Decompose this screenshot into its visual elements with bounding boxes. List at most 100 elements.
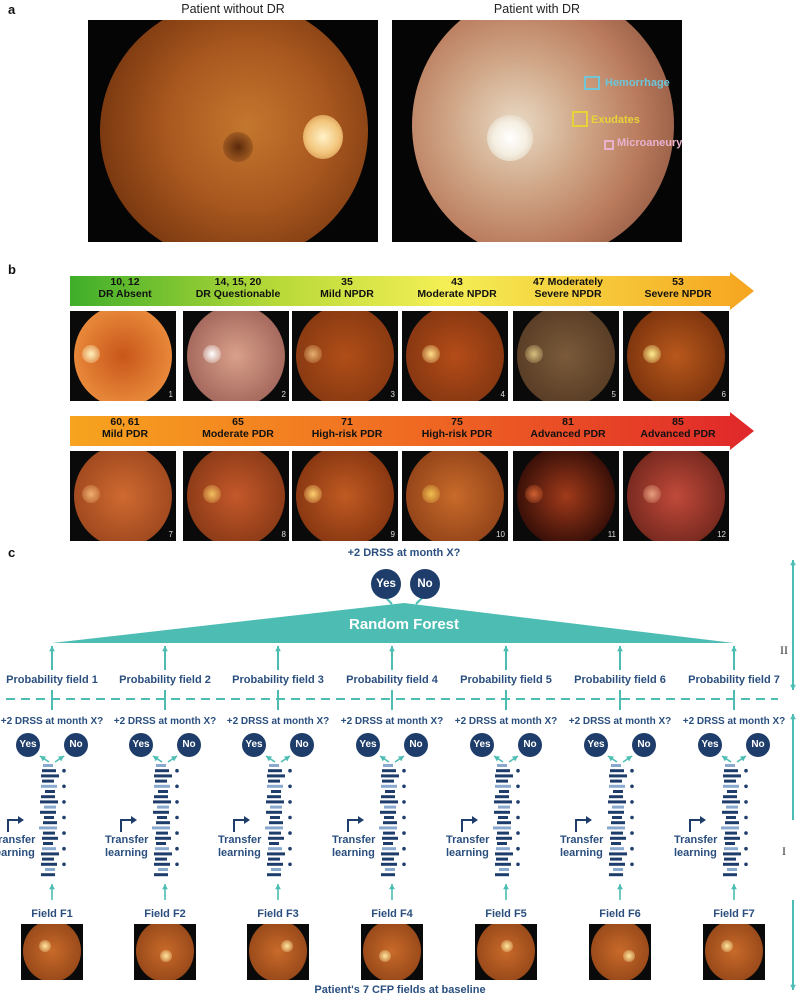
stage-ii-label: II bbox=[780, 643, 788, 657]
cnn-network-5 bbox=[493, 764, 520, 877]
cnn-layer bbox=[610, 847, 624, 851]
cnn-node bbox=[630, 815, 634, 820]
panel-a-label: a bbox=[8, 2, 16, 17]
cnn-layer bbox=[497, 764, 507, 767]
cnn-node bbox=[630, 846, 634, 851]
panel-b-label: b bbox=[8, 262, 16, 277]
cnn-layer bbox=[267, 873, 281, 877]
cnn-layer bbox=[727, 790, 737, 793]
transfer-arrow-head-3 bbox=[244, 816, 250, 824]
cnn-layer bbox=[721, 826, 739, 830]
net-to-yes-arrow-3-head bbox=[266, 756, 272, 762]
cnn-layer bbox=[498, 816, 508, 819]
field-fundus bbox=[705, 924, 763, 980]
prob-to-rf-arrow-5-head bbox=[503, 646, 509, 652]
thumb-number: 1 bbox=[168, 390, 173, 399]
field-label-1: Field F1 bbox=[31, 908, 73, 920]
cnn-layer bbox=[268, 779, 280, 783]
field-fundus bbox=[249, 924, 307, 980]
cnn-layer bbox=[41, 795, 55, 799]
field-image-5 bbox=[475, 924, 537, 980]
probability-field-2: Probability field 2 bbox=[119, 674, 211, 686]
prob-to-rf-arrow-1-head bbox=[49, 646, 55, 652]
stage-code: 85 bbox=[672, 416, 684, 428]
net-to-yes-arrow-2-head bbox=[153, 756, 159, 762]
field-question-3: +2 DRSS at month X? bbox=[226, 716, 330, 727]
cnn-layer bbox=[381, 784, 397, 788]
footer-caption: Patient's 7 CFP fields at baseline bbox=[314, 984, 486, 996]
optic-disc bbox=[203, 485, 221, 503]
optic-disc bbox=[82, 485, 100, 503]
cnn-node bbox=[516, 831, 520, 835]
optic-disc bbox=[525, 485, 543, 503]
field-optic-disc bbox=[379, 950, 391, 962]
cnn-node bbox=[630, 800, 634, 804]
cnn-layer bbox=[41, 784, 57, 788]
cnn-layer bbox=[385, 868, 395, 871]
cnn-layer bbox=[156, 831, 168, 835]
cnn-layer bbox=[42, 847, 56, 851]
probability-field-6: Probability field 6 bbox=[574, 674, 666, 686]
top-question: +2 DRSS at month X? bbox=[347, 547, 461, 559]
thumb-number: 10 bbox=[496, 530, 505, 539]
cnn-node bbox=[744, 862, 748, 867]
cnn-network-3 bbox=[265, 764, 292, 877]
cnn-layer bbox=[609, 862, 625, 866]
field-to-net-arrow-6-head bbox=[617, 884, 623, 890]
cnn-layer bbox=[269, 842, 279, 845]
field-yes-3: Yes bbox=[242, 733, 266, 757]
optic-disc bbox=[525, 345, 543, 363]
thumb-number: 3 bbox=[390, 390, 395, 399]
top-no: No bbox=[410, 569, 440, 599]
cnn-layer bbox=[381, 873, 395, 877]
field-no-5: No bbox=[518, 733, 542, 757]
cnn-network-6 bbox=[607, 764, 634, 877]
probability-field-3: Probability field 3 bbox=[232, 674, 324, 686]
transfer-word: Transfer bbox=[218, 834, 262, 846]
stage-arrow-row1 bbox=[70, 272, 754, 310]
cnn-layer bbox=[154, 873, 168, 877]
field-yes-1: Yes bbox=[16, 733, 40, 757]
learning-word: learning bbox=[218, 847, 261, 859]
cnn-node bbox=[62, 862, 66, 867]
cnn-layer bbox=[383, 842, 393, 845]
stage-name: Severe NPDR bbox=[534, 288, 602, 300]
stage-name: Advanced PDR bbox=[530, 428, 606, 440]
fundus-disc bbox=[406, 451, 504, 541]
fundus-thumb-9: 9 bbox=[292, 451, 398, 541]
prob-to-rf-arrow-4-head bbox=[389, 646, 395, 652]
prob-to-rf-arrow-7-head bbox=[731, 646, 737, 652]
field-no-6: No bbox=[632, 733, 656, 757]
transfer-arrow-head-4 bbox=[358, 816, 364, 824]
cnn-layer bbox=[610, 857, 622, 861]
stage-ii-arrow-down-head bbox=[790, 684, 796, 690]
cnn-layer bbox=[157, 816, 167, 819]
cnn-node bbox=[630, 831, 634, 835]
optic-disc bbox=[422, 345, 440, 363]
cnn-layer bbox=[158, 790, 168, 793]
cnn-layer bbox=[381, 852, 399, 856]
cnn-layer bbox=[497, 842, 507, 845]
optic-disc bbox=[82, 345, 100, 363]
stage-code: 71 bbox=[341, 416, 353, 428]
cnn-node bbox=[744, 831, 748, 835]
stage-i-arrow-down-head bbox=[790, 984, 796, 990]
net-to-yes-arrow-7-head bbox=[722, 756, 728, 762]
left-title: Patient without DR bbox=[181, 2, 285, 16]
learning-word: learning bbox=[332, 847, 375, 859]
field-fundus bbox=[477, 924, 535, 980]
cnn-layer bbox=[267, 852, 285, 856]
field-to-net-arrow-1-head bbox=[49, 884, 55, 890]
cnn-layer bbox=[495, 873, 509, 877]
cnn-layer bbox=[158, 868, 168, 871]
cnn-node bbox=[516, 768, 520, 773]
cnn-layer bbox=[269, 831, 281, 835]
cnn-node bbox=[744, 800, 748, 804]
